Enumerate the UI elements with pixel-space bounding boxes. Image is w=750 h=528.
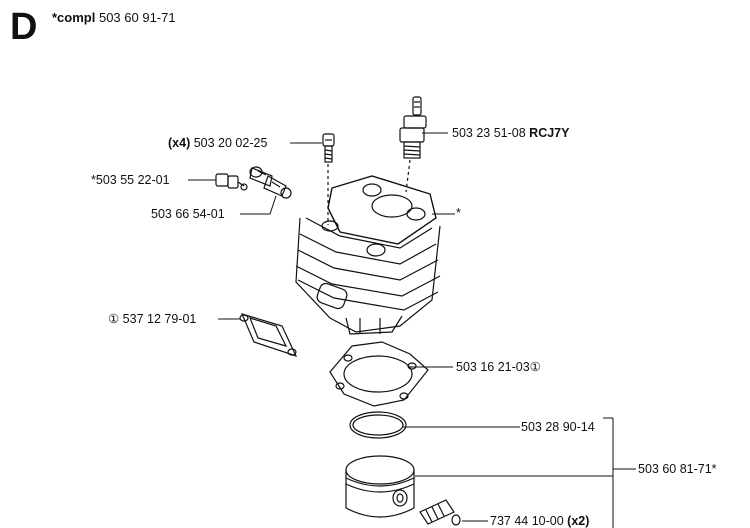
callout-muffler-gasket: ① 537 12 79-01 — [108, 312, 197, 326]
needle-bearing-qty: (x2) — [567, 514, 590, 528]
section-letter: D — [10, 6, 38, 48]
callout-piston-ring: 503 28 90-14 — [521, 420, 595, 434]
screw-part-number: 503 20 02-25 — [193, 136, 268, 150]
muffler-gasket — [239, 313, 298, 358]
piston-ring — [349, 411, 407, 439]
callout-cylinder: * — [456, 206, 461, 220]
spark-plug — [399, 96, 427, 193]
needle-bearing — [419, 499, 461, 526]
compl-prefix: *compl — [52, 10, 96, 25]
valve-adapter — [249, 166, 292, 199]
compl-number: 503 60 91-71 — [98, 10, 176, 25]
callout-valve-adapter: 503 66 54-01 — [151, 207, 225, 221]
decompression-valve — [215, 173, 248, 191]
screw-qty: (x4) — [168, 136, 191, 150]
spark-plug-part-number: 503 23 51-08 — [452, 126, 526, 140]
spark-plug-type: RCJ7Y — [529, 126, 570, 140]
needle-bearing-part-number: 737 44 10-00 — [490, 514, 564, 528]
callout-piston-kit: 503 60 81-71* — [638, 462, 717, 476]
cylinder — [295, 175, 441, 335]
callout-spark-plug: 503 23 51-08 RCJ7Y — [452, 126, 569, 140]
callout-decompression-valve: *503 55 22-01 — [91, 173, 170, 187]
piston — [345, 455, 415, 518]
assembly-note: *compl 503 60 91-71 — [52, 10, 176, 25]
cylinder-screw — [322, 133, 335, 225]
callout-cylinder-gasket: 503 16 21-03① — [456, 360, 541, 374]
callout-cylinder-screw: (x4) 503 20 02-25 — [168, 136, 267, 150]
callout-needle-bearing: 737 44 10-00 (x2) — [490, 514, 589, 528]
leader-lines — [188, 132, 636, 528]
cylinder-gasket — [329, 341, 429, 407]
